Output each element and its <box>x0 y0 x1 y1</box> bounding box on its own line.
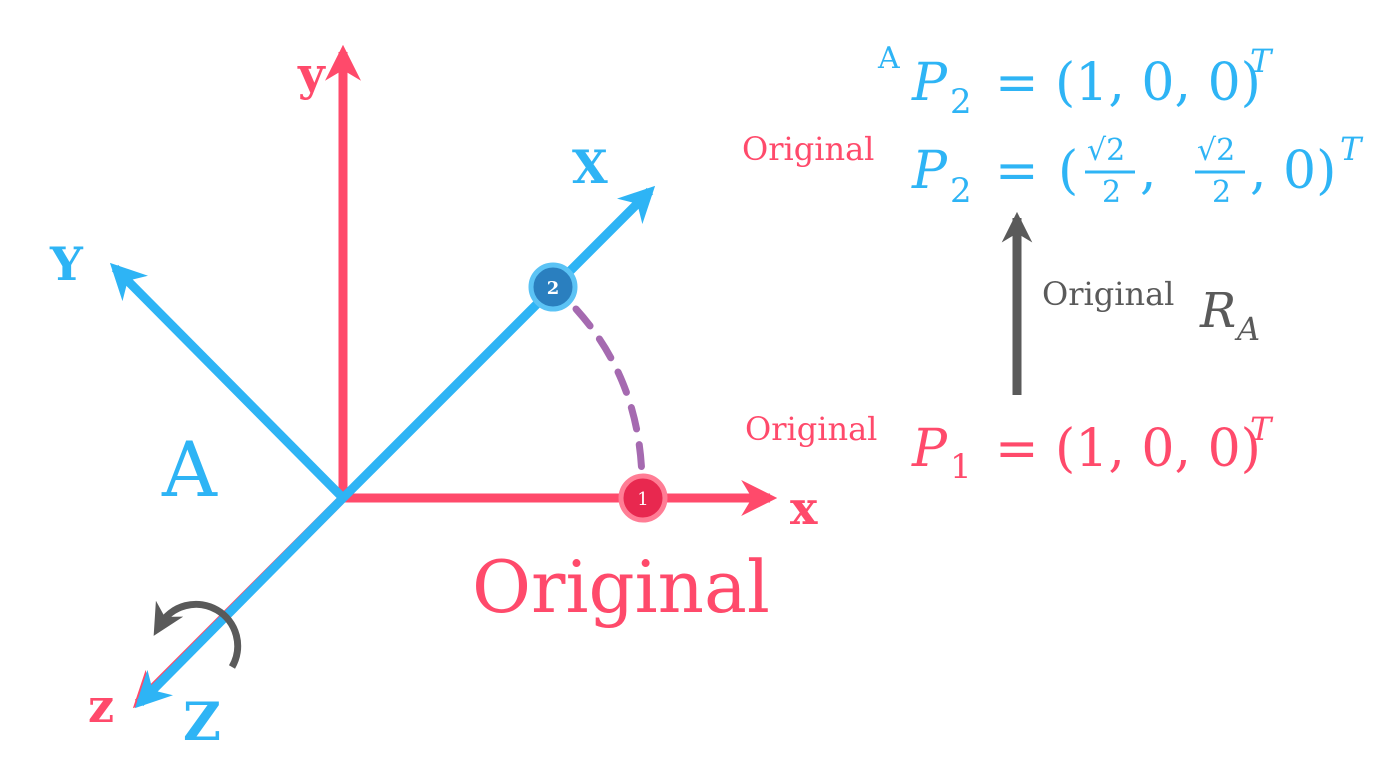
eq3-transpose: T <box>1250 410 1274 448</box>
eq1-transpose: T <box>1250 42 1274 80</box>
eq3-equals: = <box>995 419 1039 479</box>
point-2-label: 2 <box>547 278 560 299</box>
eq3-value: (1, 0, 0) <box>1055 419 1261 479</box>
eq2-frac2-denominator: 2 <box>1212 175 1231 210</box>
frame-a-x-label: X <box>572 140 608 194</box>
equation-p1-in-original: Original P 1 = (1, 0, 0) T <box>745 410 1274 487</box>
eq2-equals: = <box>995 141 1039 201</box>
eq2-base: P <box>911 141 948 201</box>
rotation-superscript: Original <box>1042 275 1174 313</box>
eq2-superscript: Original <box>742 130 874 168</box>
eq1-value: (1, 0, 0) <box>1055 53 1261 113</box>
rotation-arrow-icon <box>153 600 242 669</box>
frame-a-y-axis <box>109 262 347 502</box>
frame-a-name: A <box>161 425 218 514</box>
original-frame-name: Original <box>472 545 770 629</box>
equation-p2-in-original: Original P 2 = ( √2 2 , √2 2 , 0) T <box>742 130 1364 211</box>
frame-a-z-label: Z <box>183 692 221 753</box>
point-1-label: 1 <box>637 489 648 510</box>
eq3-superscript: Original <box>745 410 877 448</box>
eq2-frac2-numerator: √2 <box>1197 133 1235 168</box>
eq1-equals: = <box>995 53 1039 113</box>
point-2-marker: 2 <box>528 262 578 312</box>
eq2-tail: , 0) <box>1250 141 1336 201</box>
eq1-subscript: 2 <box>950 82 972 122</box>
eq2-open-paren: ( <box>1058 141 1078 201</box>
eq2-transpose: T <box>1340 130 1364 168</box>
frame-a-x-axis <box>339 185 656 502</box>
rotation-arc <box>572 305 646 484</box>
frame-a-y-label: Y <box>49 237 84 291</box>
rotation-subscript: A <box>1234 310 1260 348</box>
eq3-subscript: 1 <box>950 447 972 487</box>
equation-p2-in-a: A P 2 = (1, 0, 0) T <box>877 41 1274 122</box>
eq1-base: P <box>911 53 948 113</box>
original-x-label: x <box>790 481 818 535</box>
eq3-base: P <box>911 419 948 479</box>
rotation-label: Original R A <box>1042 275 1260 348</box>
eq2-frac1-numerator: √2 <box>1087 133 1125 168</box>
frame-a-z-axis <box>134 494 347 709</box>
eq2-subscript: 2 <box>950 171 972 211</box>
original-y-label: y <box>297 47 326 101</box>
original-z-label: z <box>88 679 114 733</box>
eq2-frac1-denominator: 2 <box>1102 175 1121 210</box>
eq2-comma: , <box>1140 141 1157 201</box>
eq1-superscript: A <box>877 41 900 76</box>
rotation-base: R <box>1199 283 1236 339</box>
point-1-marker: 1 <box>618 473 668 523</box>
